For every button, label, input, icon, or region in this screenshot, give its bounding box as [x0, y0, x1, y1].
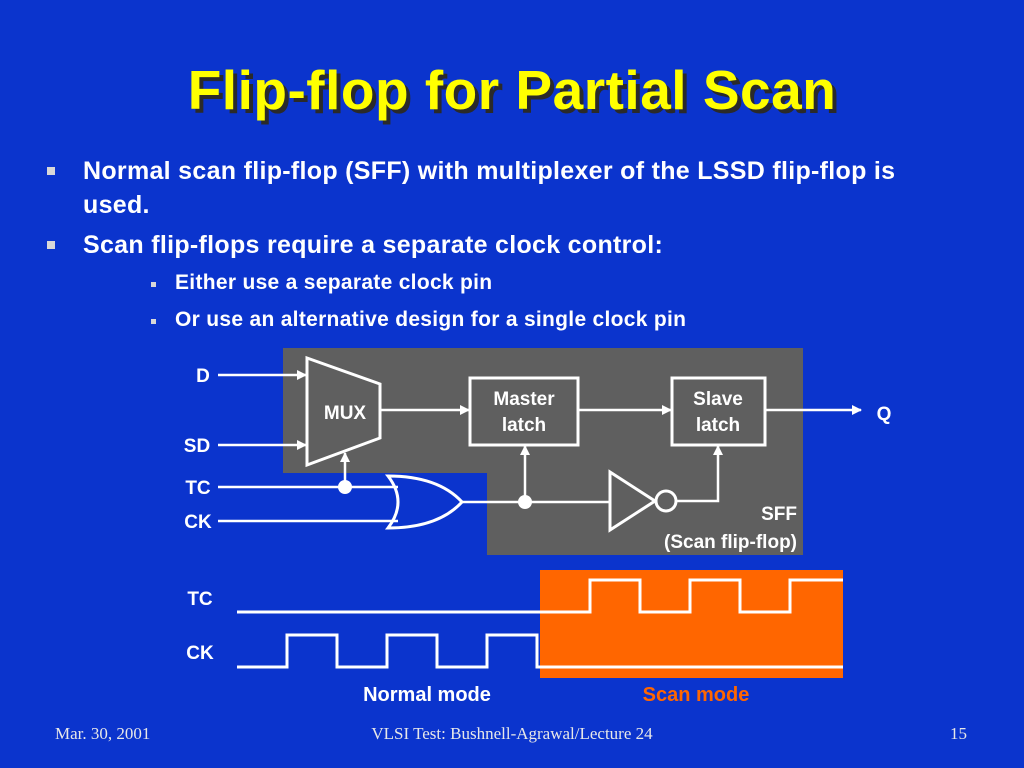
slave-latch-label-2: latch — [696, 415, 740, 436]
input-ck-label: CK — [184, 512, 212, 533]
input-sd-label: SD — [184, 436, 210, 457]
bullet-1: Normal scan flip-flop (SFF) with multipl… — [83, 157, 896, 219]
inverter-to-slave-wire — [676, 445, 723, 503]
slide-title: Flip-flop for Partial Scan — [187, 59, 837, 121]
input-d-label: D — [196, 366, 210, 387]
square-bullet-icon — [47, 167, 55, 175]
footer-page-number: 15 — [950, 724, 967, 743]
normal-mode-label: Normal mode — [363, 684, 491, 706]
square-bullet-icon — [151, 282, 156, 287]
or-gate — [384, 474, 465, 530]
subbullet-1: Either use a separate clock pin — [175, 271, 493, 294]
inverter-gate — [608, 469, 658, 533]
sff-label: SFF — [761, 504, 797, 525]
waveform-tc-label: TC — [187, 589, 213, 610]
output-q-label: Q — [877, 404, 892, 425]
footer-date: Mar. 30, 2001 — [55, 724, 151, 743]
scan-mode-label: Scan mode — [643, 684, 750, 706]
ck-waveform — [237, 633, 843, 669]
slave-latch-block — [670, 376, 767, 447]
slave-latch-label-1: Slave — [693, 389, 743, 410]
bullet-2: Scan flip-flops require a separate clock… — [83, 231, 664, 259]
mux-block — [305, 355, 382, 468]
inverter-bubble — [654, 489, 678, 513]
square-bullet-icon — [47, 241, 55, 249]
footer-course: VLSI Test: Bushnell-Agrawal/Lecture 24 — [371, 724, 653, 743]
input-tc-label: TC — [185, 478, 211, 499]
subbullet-2: Or use an alternative design for a singl… — [175, 308, 687, 331]
mux-label: MUX — [324, 403, 367, 424]
tc-waveform — [237, 578, 843, 614]
square-bullet-icon — [151, 319, 156, 324]
sff-full-label: (Scan flip-flop) — [664, 532, 797, 553]
waveform-ck-label: CK — [186, 643, 214, 664]
master-latch-label-1: Master — [493, 389, 555, 410]
master-latch-label-2: latch — [502, 415, 546, 436]
master-latch-block — [468, 376, 580, 447]
